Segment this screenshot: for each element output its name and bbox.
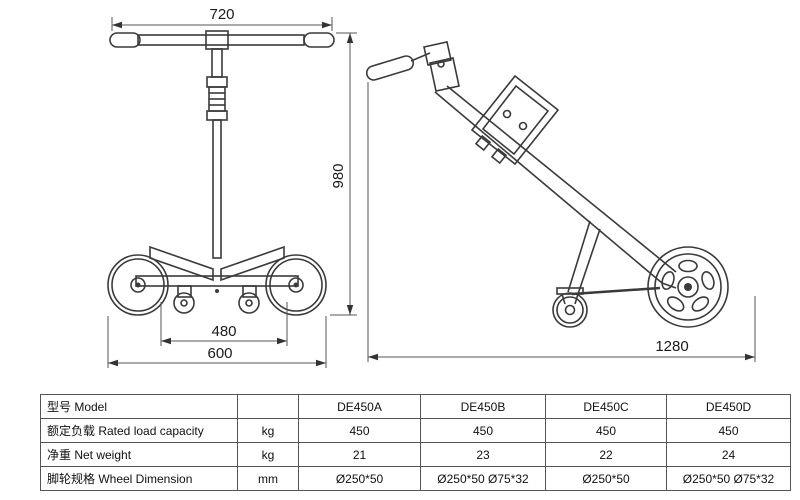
front-dimension-lines: [107, 17, 357, 368]
handlebar: [109, 30, 335, 50]
row-label-cell: 脚轮规格 Wheel Dimension: [40, 466, 238, 491]
handle-mount: [410, 41, 460, 92]
unit-cell: kg: [237, 418, 299, 443]
dim-label-720: 720: [209, 6, 234, 23]
row-label-cell: 型号 Model: [40, 394, 238, 419]
left-wheel: [107, 254, 169, 316]
drum-clamp: [470, 74, 560, 166]
value-cell: 450: [666, 418, 791, 443]
value-cell: DE450C: [545, 394, 667, 419]
base-frame: [135, 275, 299, 287]
value-cell: 450: [420, 418, 546, 443]
unit-cell: kg: [237, 442, 299, 467]
value-cell: Ø250*50 Ø75*32: [666, 466, 791, 491]
value-cell: 23: [420, 442, 546, 467]
side-dimension-lines: [367, 82, 756, 362]
row-label-cell: 额定负载 Rated load capacity: [40, 418, 238, 443]
value-cell: DE450B: [420, 394, 546, 419]
right-wheel: [265, 254, 327, 316]
value-cell: Ø250*50: [298, 466, 421, 491]
side-grip: [365, 55, 415, 81]
technical-drawing: 720 980 480 600: [107, 6, 756, 368]
drum-cradle: [149, 245, 285, 282]
side-view: [365, 41, 729, 328]
lower-frame: [567, 220, 661, 296]
front-view: [107, 30, 335, 316]
unit-cell: [237, 394, 299, 419]
value-cell: 22: [545, 442, 667, 467]
dim-label-600: 600: [207, 345, 232, 362]
caster-right: [238, 285, 260, 314]
value-cell: Ø250*50: [545, 466, 667, 491]
spec-table: 型号 Model DE450A DE450B DE450C DE450D 额定负…: [40, 394, 791, 491]
unit-cell: mm: [237, 466, 299, 491]
value-cell: 450: [545, 418, 667, 443]
dim-label-1280: 1280: [655, 338, 688, 355]
main-beam: [434, 85, 677, 289]
caster-left: [173, 285, 195, 314]
post: [206, 48, 228, 259]
dim-label-980: 980: [330, 163, 347, 188]
rear-wheel: [647, 246, 729, 328]
value-cell: Ø250*50 Ø75*32: [420, 466, 546, 491]
value-cell: 24: [666, 442, 791, 467]
row-label-cell: 净重 Net weight: [40, 442, 238, 467]
value-cell: 450: [298, 418, 421, 443]
table-row-model: 型号 Model DE450A DE450B DE450C DE450D: [40, 394, 791, 419]
table-row-net-weight: 净重 Net weight kg 21 23 22 24: [40, 442, 791, 467]
value-cell: DE450D: [666, 394, 791, 419]
table-row-rated-load: 额定负载 Rated load capacity kg 450 450 450 …: [40, 418, 791, 443]
front-dimension-labels: 720 980 480 600: [207, 6, 347, 362]
dim-label-480: 480: [211, 323, 236, 340]
front-caster: [552, 287, 588, 328]
value-cell: DE450A: [298, 394, 421, 419]
value-cell: 21: [298, 442, 421, 467]
table-row-wheel-dimension: 脚轮规格 Wheel Dimension mm Ø250*50 Ø250*50 …: [40, 466, 791, 491]
